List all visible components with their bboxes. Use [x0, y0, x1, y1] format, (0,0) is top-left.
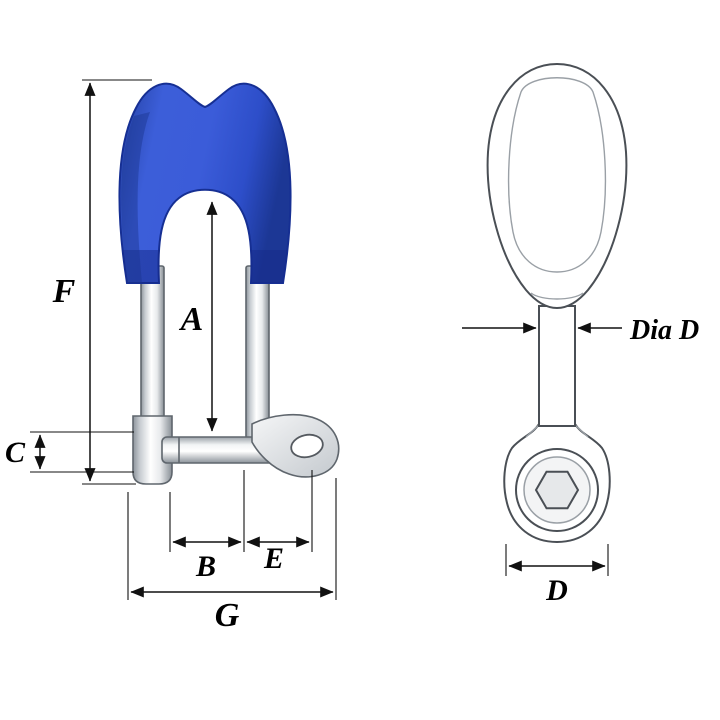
dim-A: A: [179, 201, 218, 432]
shaft: [538, 305, 576, 427]
clevis-seam-left: [525, 424, 540, 438]
dim-G: G: [127, 478, 337, 634]
dim-G-label: G: [215, 597, 240, 634]
dim-F-label: F: [52, 273, 76, 310]
shackle-foot: [132, 415, 173, 485]
dim-C: C: [5, 431, 134, 473]
side-view: Dia D D: [462, 62, 699, 607]
bulb-neck-line: [530, 292, 584, 300]
dim-diaD-label: Dia D: [629, 315, 699, 346]
dim-C-label: C: [5, 436, 26, 469]
thimble-shading: [120, 112, 290, 284]
bulb-inner-contour: [507, 77, 607, 273]
left-leg: [140, 265, 165, 442]
dim-B-label: B: [195, 550, 216, 583]
dim-F: F: [52, 79, 152, 485]
dim-E-label: E: [263, 542, 284, 575]
right-leg: [245, 265, 270, 442]
bulb-outline: [486, 62, 628, 310]
dim-D-label: D: [545, 574, 568, 607]
dim-D: D: [505, 544, 609, 607]
thimble-cap: [118, 82, 292, 285]
hex-socket-icon: [534, 470, 580, 510]
clevis-seam-right: [574, 424, 589, 438]
dim-B-E: B E: [169, 470, 313, 583]
pin-eye-hole: [290, 433, 324, 459]
front-view: F A C B E G: [5, 79, 340, 634]
dim-A-label: A: [179, 301, 204, 338]
dim-diaD: Dia D: [462, 315, 699, 346]
